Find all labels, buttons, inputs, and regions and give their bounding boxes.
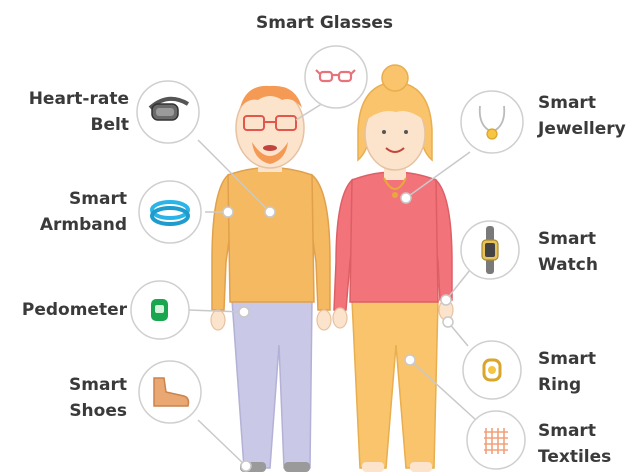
label-smart-jewellery-line1: Smart bbox=[538, 93, 596, 113]
pedometer-icon bbox=[130, 280, 190, 340]
connector-watch bbox=[445, 269, 471, 301]
label-smart-ring-line1: Smart bbox=[538, 349, 596, 369]
man-figure bbox=[210, 85, 332, 472]
connector-jewellery bbox=[405, 151, 471, 199]
label-smart-watch-line2: Watch bbox=[538, 255, 598, 275]
heart-rate-belt-icon bbox=[136, 80, 200, 144]
label-smart-textiles-line2: Textiles bbox=[538, 447, 612, 467]
woman-arm-left bbox=[333, 178, 357, 311]
smart-ring-icon bbox=[462, 340, 522, 400]
label-smart-armband-line2: Armband bbox=[39, 215, 127, 235]
woman-hand-left bbox=[332, 307, 348, 329]
woman-hair-bun bbox=[381, 64, 409, 92]
label-heart-rate-belt: Heart-rate Belt bbox=[29, 86, 129, 138]
woman-necklace bbox=[383, 177, 407, 190]
man-glasses bbox=[243, 115, 297, 131]
label-smart-glasses-line1: Smart Glasses bbox=[256, 13, 393, 33]
label-smart-watch: Smart Watch bbox=[538, 226, 598, 278]
label-smart-armband: Smart Armband bbox=[40, 186, 127, 238]
man-arm-right bbox=[307, 173, 331, 311]
smart-jewellery-icon bbox=[460, 90, 524, 154]
man-beard bbox=[252, 142, 288, 164]
man-hand-left bbox=[210, 309, 226, 331]
label-heart-rate-belt-line1: Heart-rate bbox=[28, 89, 129, 109]
label-smart-shoes-line1: Smart bbox=[69, 375, 127, 395]
label-smart-shoes-line2: Shoes bbox=[69, 401, 127, 421]
smart-glasses-icon bbox=[304, 45, 368, 109]
man-shoe-right bbox=[284, 462, 310, 472]
woman-torso bbox=[349, 171, 439, 303]
man-torso bbox=[227, 166, 315, 303]
label-smart-shoes: Smart Shoes bbox=[69, 372, 127, 424]
label-smart-watch-line1: Smart bbox=[538, 229, 596, 249]
smart-textiles-icon bbox=[466, 410, 526, 470]
connector-lines bbox=[187, 99, 477, 467]
connector-pedometer bbox=[187, 309, 245, 313]
label-pedometer: Pedometer bbox=[22, 297, 127, 323]
label-smart-textiles-line1: Smart bbox=[538, 421, 596, 441]
label-smart-glasses: Smart Glasses bbox=[256, 10, 393, 36]
label-smart-ring: Smart Ring bbox=[538, 346, 596, 398]
label-smart-textiles: Smart Textiles bbox=[538, 418, 611, 470]
man-hand-right bbox=[316, 309, 332, 331]
label-smart-armband-line1: Smart bbox=[69, 189, 127, 209]
label-smart-jewellery-line2: Jewellery bbox=[538, 119, 626, 139]
man-hair bbox=[240, 85, 302, 108]
smart-armband-icon bbox=[138, 180, 202, 244]
connector-belt bbox=[197, 139, 271, 213]
smart-shoes-icon bbox=[138, 360, 202, 424]
smart-watch-icon bbox=[460, 220, 520, 280]
man-pants bbox=[231, 299, 313, 469]
woman-figure bbox=[332, 64, 454, 472]
label-smart-jewellery: Smart Jewellery bbox=[538, 90, 626, 142]
label-smart-ring-line2: Ring bbox=[538, 375, 582, 395]
woman-foot-left bbox=[362, 462, 384, 472]
connector-dots bbox=[222, 192, 454, 472]
woman-pants bbox=[351, 299, 439, 469]
label-pedometer-line1: Pedometer bbox=[21, 300, 127, 320]
label-heart-rate-belt-line2: Belt bbox=[90, 115, 129, 135]
woman-fringe bbox=[366, 96, 424, 120]
connector-shoes bbox=[197, 419, 247, 467]
woman-foot-right bbox=[410, 462, 432, 472]
connector-textiles bbox=[409, 359, 477, 421]
